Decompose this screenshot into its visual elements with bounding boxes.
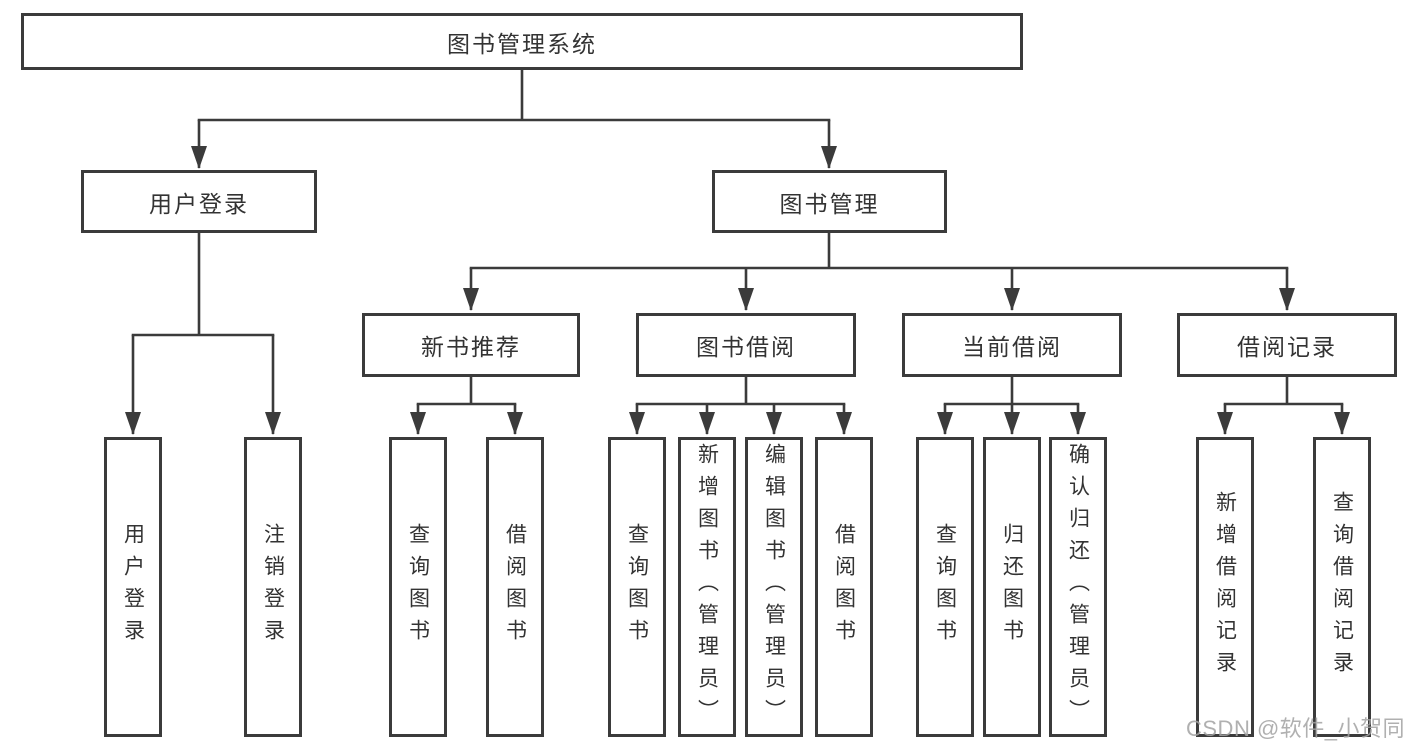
leaf-query-borrow-record-label: 查询借阅记录	[1330, 491, 1354, 683]
leaf-add-book-admin-label: 新增图书（管理员）	[695, 443, 719, 731]
leaf-query-books-borrowing-label: 查询图书	[625, 523, 649, 651]
leaf-query-books-current: 查询图书	[916, 437, 974, 737]
leaf-add-borrow-record-label: 新增借阅记录	[1213, 491, 1237, 683]
leaf-borrow-books-label: 借阅图书	[832, 523, 856, 651]
leaf-user-login-label: 用户登录	[121, 523, 145, 651]
node-borrowing-records: 借阅记录	[1177, 313, 1397, 377]
leaf-add-borrow-record: 新增借阅记录	[1196, 437, 1254, 737]
leaf-query-books-recommend: 查询图书	[389, 437, 447, 737]
leaf-confirm-return-admin-label: 确认归还（管理员）	[1066, 443, 1090, 731]
node-user-login: 用户登录	[81, 170, 317, 233]
leaf-confirm-return-admin: 确认归还（管理员）	[1049, 437, 1107, 737]
leaf-borrow-books: 借阅图书	[815, 437, 873, 737]
node-book-borrowing: 图书借阅	[636, 313, 856, 377]
leaf-user-login: 用户登录	[104, 437, 162, 737]
leaf-borrow-books-recommend-label: 借阅图书	[503, 523, 527, 651]
leaf-query-books-recommend-label: 查询图书	[406, 523, 430, 651]
node-library-management-system: 图书管理系统	[21, 13, 1023, 70]
leaf-return-book: 归还图书	[983, 437, 1041, 737]
leaf-logout-label: 注销登录	[261, 523, 285, 651]
node-book-management: 图书管理	[712, 170, 947, 233]
leaf-query-books-current-label: 查询图书	[933, 523, 957, 651]
leaf-add-book-admin: 新增图书（管理员）	[678, 437, 736, 737]
leaf-borrow-books-recommend: 借阅图书	[486, 437, 544, 737]
leaf-logout: 注销登录	[244, 437, 302, 737]
node-current-borrowing: 当前借阅	[902, 313, 1122, 377]
watermark-text: CSDN @软件_小贺同学	[1186, 716, 1405, 741]
leaf-query-books-borrowing: 查询图书	[608, 437, 666, 737]
leaf-edit-book-admin: 编辑图书（管理员）	[745, 437, 803, 737]
leaf-return-book-label: 归还图书	[1000, 523, 1024, 651]
node-new-book-recommendation: 新书推荐	[362, 313, 580, 377]
leaf-edit-book-admin-label: 编辑图书（管理员）	[762, 443, 786, 731]
leaf-query-borrow-record: 查询借阅记录	[1313, 437, 1371, 737]
